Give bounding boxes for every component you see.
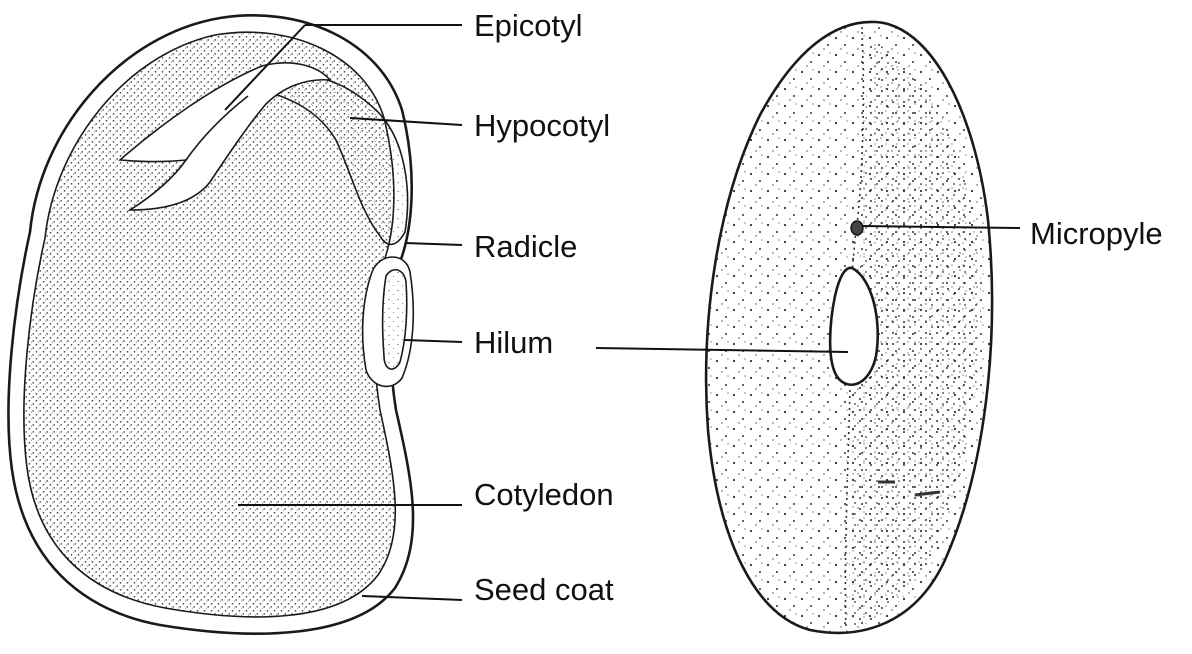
micropyle-leader <box>861 225 1021 229</box>
seed-seam <box>844 31 865 631</box>
hilum-exterior <box>828 266 880 387</box>
bean-seed-section <box>7 14 415 635</box>
label-hilum: Hilum <box>474 325 553 360</box>
hilum-leader <box>404 339 463 343</box>
label-cotyledon: Cotyledon <box>474 477 614 512</box>
label-seed-coat: Seed coat <box>474 572 614 607</box>
hilum-exterior-leader <box>595 347 849 353</box>
seed-exterior <box>704 20 994 635</box>
hypocotyl-leader <box>349 117 463 126</box>
label-micropyle: Micropyle <box>1030 216 1163 251</box>
leader-lines <box>224 24 1021 601</box>
epicotyl-leaf-line <box>185 95 249 161</box>
seed-mark <box>878 480 941 497</box>
label-radicle: Radicle <box>474 229 577 264</box>
labels: Epicotyl Hypocotyl Radicle Hilum Cotyled… <box>474 8 1163 607</box>
micropyle-spot <box>850 220 864 236</box>
hypocotyl-region <box>260 75 409 246</box>
epicotyl-leader <box>224 24 306 111</box>
epicotyl-region <box>118 62 332 211</box>
hilum-inner <box>381 269 408 370</box>
cotyledon-body <box>23 31 397 618</box>
radicle-leader <box>404 242 463 246</box>
label-epicotyl: Epicotyl <box>474 8 583 43</box>
label-hypocotyl: Hypocotyl <box>474 108 610 143</box>
seed-coat-leader <box>361 595 463 601</box>
